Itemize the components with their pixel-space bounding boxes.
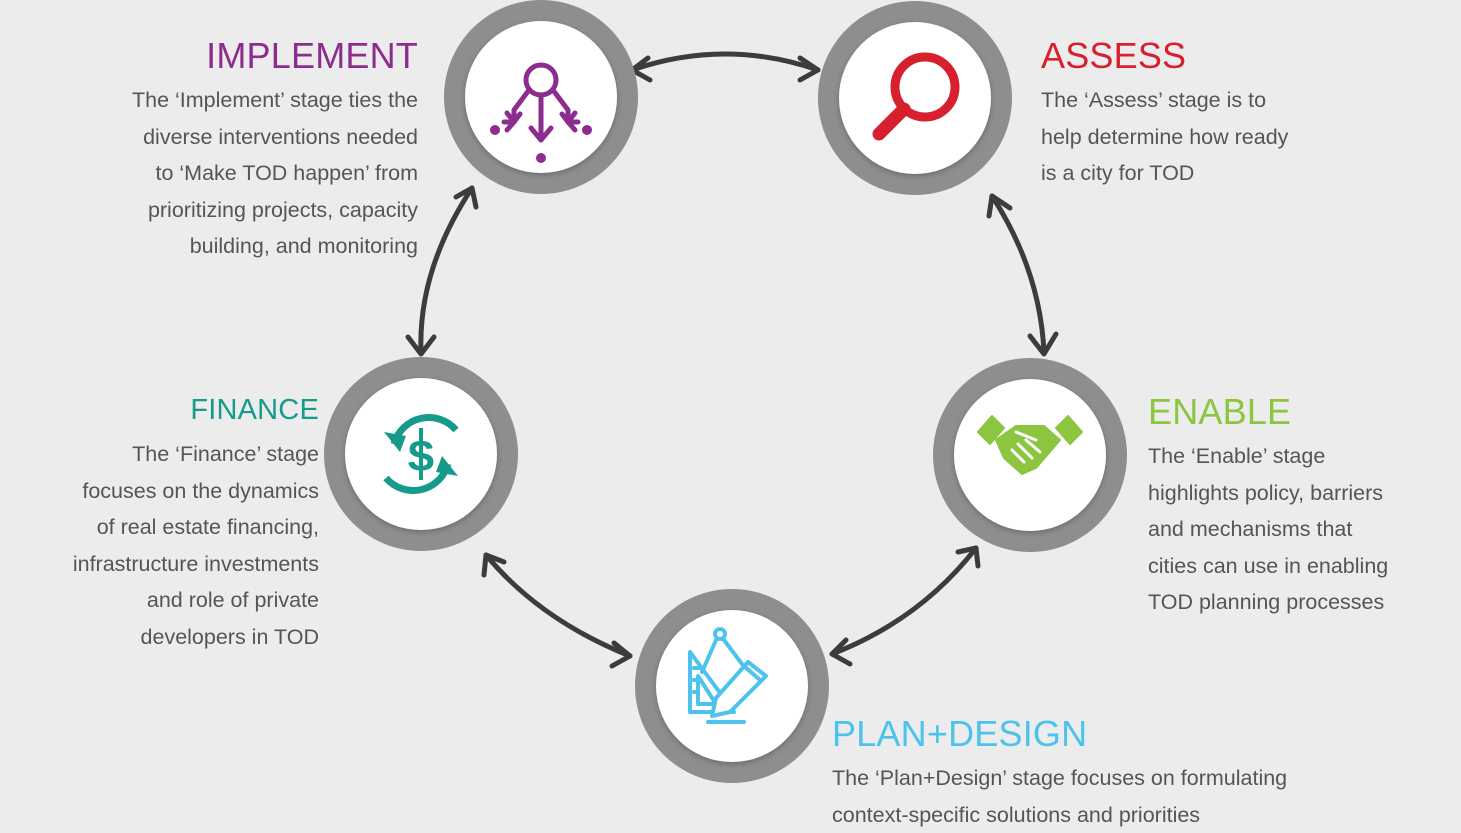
connector-plan-finance <box>481 552 633 669</box>
stage-description: The ‘Plan+Design’ stage focuses on formu… <box>832 760 1452 833</box>
description-line: cities can use in enabling <box>1148 553 1389 578</box>
description-line: diverse interventions needed <box>143 124 418 149</box>
description-line: building, and monitoring <box>189 234 418 258</box>
description-line: to ‘Make TOD happen’ from <box>155 161 418 185</box>
dollar-cycle-icon: S <box>383 414 459 494</box>
description-line: The ‘Enable’ stage <box>1148 444 1326 468</box>
description-line: focuses on the dynamics <box>82 478 319 503</box>
stage-implement: IMPLEMENT The ‘Implement’ stage ties the… <box>58 36 418 265</box>
description-line: TOD planning processes <box>1148 590 1385 614</box>
stage-description: The ‘Implement’ stage ties the diverse i… <box>58 82 418 265</box>
stage-title: ASSESS <box>1041 35 1187 76</box>
connector-implement-assess <box>629 51 821 83</box>
description-line: The ‘Implement’ stage ties the <box>131 88 418 112</box>
stage-title: IMPLEMENT <box>206 35 418 76</box>
description-line: highlights policy, barriers <box>1148 480 1384 505</box>
description-line: help determine how ready <box>1041 124 1289 149</box>
drafting-tools-icon <box>688 627 768 724</box>
description-line: The ‘Assess’ stage is to <box>1041 88 1267 112</box>
stage-node-enable <box>933 358 1127 552</box>
stage-node-assess <box>818 1 1012 195</box>
description-line: of real estate financing, <box>96 515 319 539</box>
distribution-dots <box>490 125 592 163</box>
description-line: context-specific solutions and prioritie… <box>832 802 1201 827</box>
stage-description: The ‘Enable’ stage highlights policy, ba… <box>1148 438 1460 621</box>
description-line: developers in TOD <box>140 624 319 649</box>
connector-enable-plan <box>829 545 981 667</box>
stage-description: The ‘Finance’ stage focuses on the dynam… <box>0 436 319 655</box>
description-line: prioritizing projects, capacity <box>147 197 418 222</box>
description-line: is a city for TOD <box>1041 161 1195 185</box>
description-line: infrastructure investments <box>72 551 319 576</box>
stage-node-implement <box>444 0 638 194</box>
stage-enable: ENABLE The ‘Enable’ stage highlights pol… <box>1148 392 1460 621</box>
distribution-arrows-icon <box>501 62 581 143</box>
description-line: The ‘Plan+Design’ stage focuses on formu… <box>832 766 1288 790</box>
stage-description: The ‘Assess’ stage is to help determine … <box>1041 82 1401 192</box>
connector-finance-implement <box>405 185 479 357</box>
stage-assess: ASSESS The ‘Assess’ stage is to help det… <box>1041 36 1401 192</box>
description-line: The ‘Finance’ stage <box>132 442 319 466</box>
stage-title: PLAN+DESIGN <box>832 713 1088 754</box>
connector-assess-enable <box>986 193 1059 357</box>
stage-disc <box>839 22 991 174</box>
magnifying-glass-icon <box>872 52 960 141</box>
handshake-icon <box>977 415 1083 475</box>
stage-plan-design: PLAN+DESIGN The ‘Plan+Design’ stage focu… <box>832 714 1452 833</box>
stage-node-plan-design <box>635 589 829 783</box>
stage-title: ENABLE <box>1148 391 1292 432</box>
description-line: and mechanisms that <box>1148 517 1353 541</box>
description-line: and role of private <box>146 588 319 612</box>
stage-finance: FINANCE The ‘Finance’ stage focuses on t… <box>0 392 319 655</box>
stage-title: FINANCE <box>190 394 319 426</box>
stage-node-finance: S <box>324 357 518 551</box>
